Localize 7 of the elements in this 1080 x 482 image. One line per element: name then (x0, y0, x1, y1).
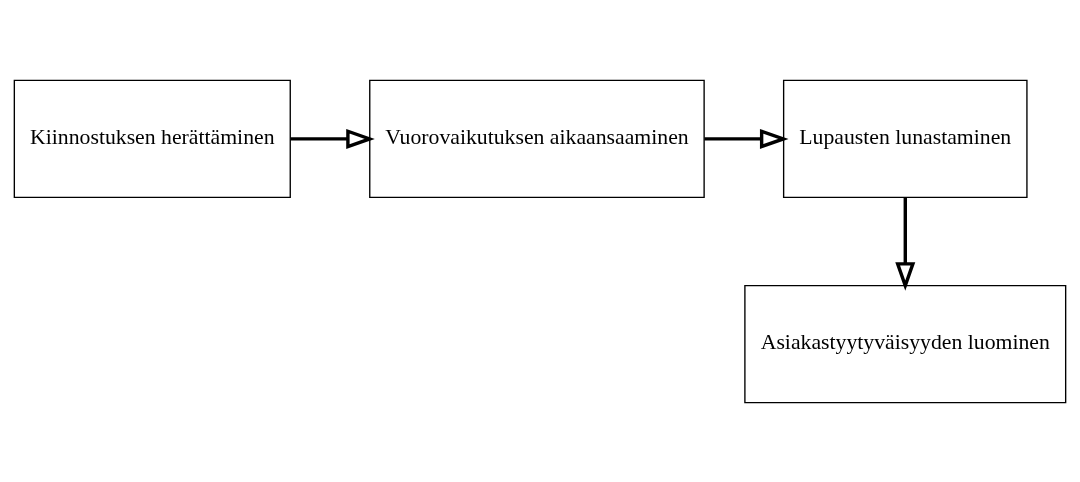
node-box: Lupausten lunastaminen (782, 79, 1028, 198)
node-box: Kiinnostuksen herättäminen (13, 79, 291, 198)
arrow (895, 197, 916, 291)
node-box: Vuorovaikutuksen aikaansaaminen (369, 79, 705, 198)
arrow (290, 128, 375, 149)
arrow (704, 128, 789, 149)
node-box: Asiakastyytyväisyyden luominen (744, 284, 1067, 403)
